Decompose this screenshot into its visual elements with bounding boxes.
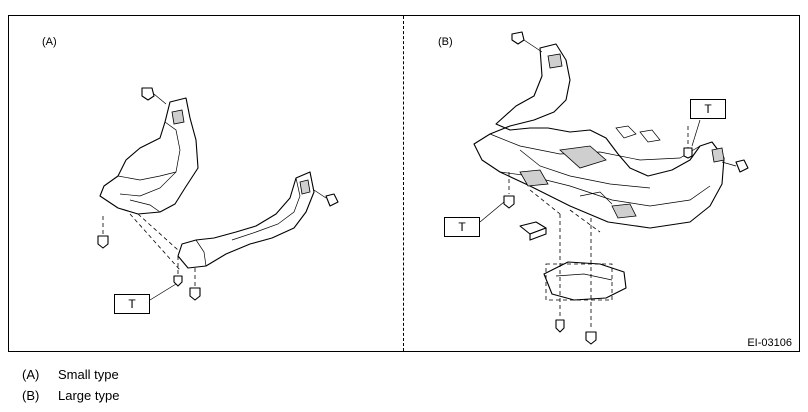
- legend-item-a: (A) Small type: [22, 367, 119, 382]
- legend-key: (A): [22, 367, 40, 382]
- torque-callout-a: T: [114, 294, 150, 314]
- panel-a-label: (A): [42, 36, 57, 48]
- panel-a-bolts: [97, 87, 339, 301]
- legend-item-b: (B) Large type: [22, 388, 119, 403]
- legend-text: Small type: [58, 367, 119, 382]
- large-under-cover: [473, 43, 725, 229]
- small-under-cover-rear: [177, 171, 315, 269]
- torque-callout-b-left: T: [444, 217, 480, 237]
- legend-key: (B): [22, 388, 40, 403]
- panel-divider: [403, 16, 404, 351]
- small-under-cover-front: [99, 97, 199, 215]
- legend-text: Large type: [58, 388, 120, 403]
- diagram-frame: [8, 15, 800, 352]
- figure-id: EI-03106: [747, 337, 792, 349]
- panel-b-clip: [519, 221, 547, 241]
- panel-b-bolts: [479, 31, 749, 345]
- panel-b-label: (B): [438, 36, 453, 48]
- torque-callout-b-right: T: [690, 99, 726, 119]
- large-cover-sub-panel: [543, 261, 627, 301]
